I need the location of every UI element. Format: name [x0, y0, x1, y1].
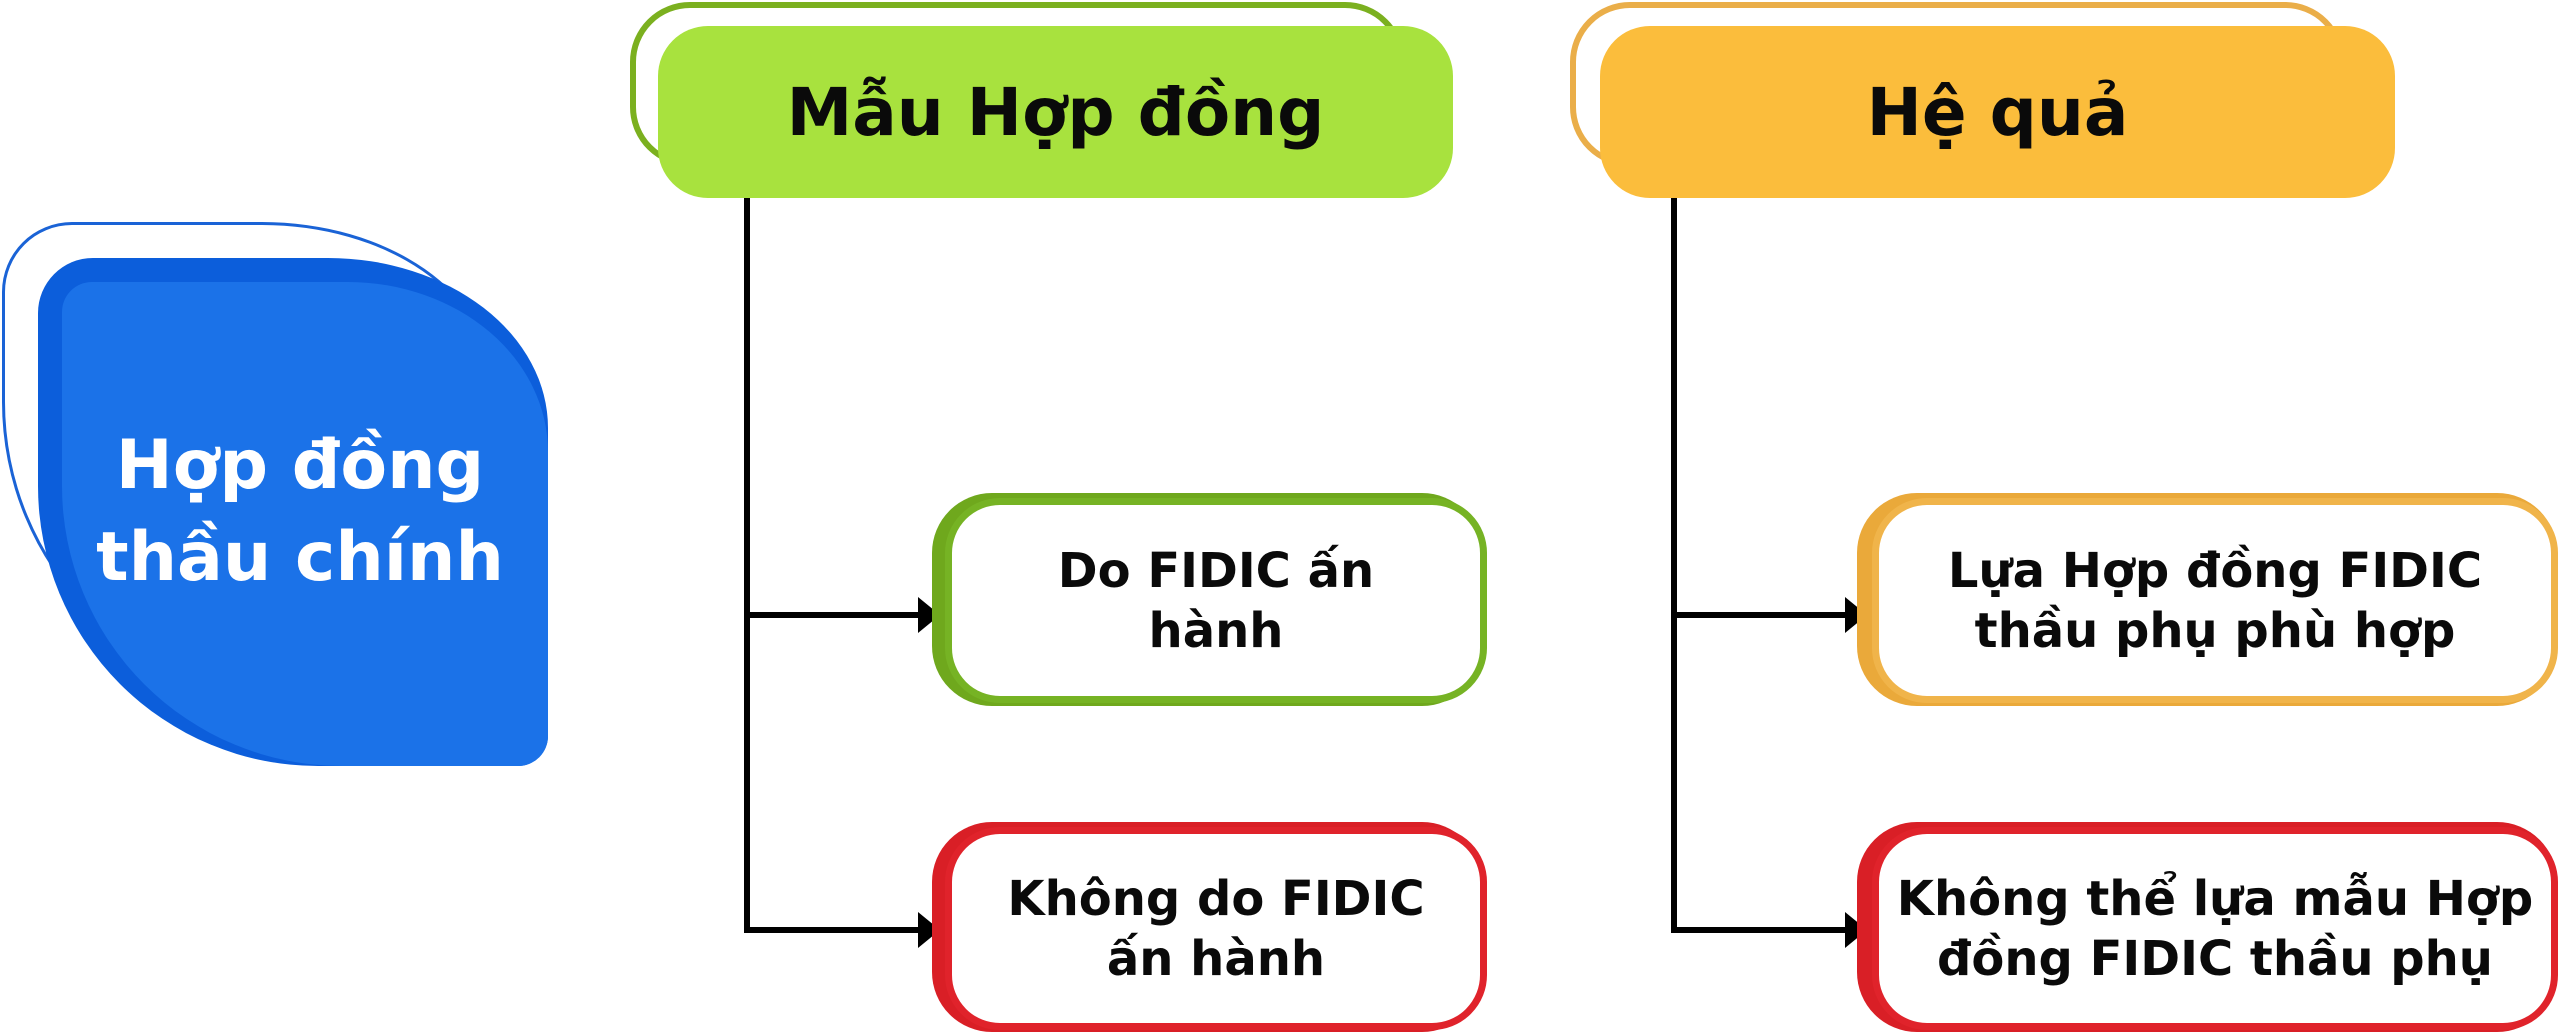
header-consequence-label: Hệ quả	[1866, 73, 2129, 151]
header-consequence: Hệ quả	[1600, 26, 2395, 198]
connector-vertical-col1	[744, 198, 750, 933]
root-node-label: Hợp đồng thầu chính	[96, 426, 504, 597]
connector-horizontal-col1-item2	[744, 927, 924, 933]
item-cannot-choose-fidic-sub-label: Không thể lựa mẫu Hợp đồng FIDIC thầu ph…	[1896, 870, 2534, 987]
item-choose-fidic-sub-label: Lựa Hợp đồng FIDIC thầu phụ phù hợp	[1947, 542, 2483, 659]
item-not-fidic-issued-label: Không do FIDIC ấn hành	[1007, 870, 1425, 987]
item-not-fidic-issued: Không do FIDIC ấn hành	[945, 827, 1487, 1030]
item-fidic-issued-label: Do FIDIC ấn hành	[1057, 542, 1375, 659]
item-choose-fidic-sub: Lựa Hợp đồng FIDIC thầu phụ phù hợp	[1872, 498, 2558, 703]
item-cannot-choose-fidic-sub: Không thể lựa mẫu Hợp đồng FIDIC thầu ph…	[1872, 827, 2558, 1030]
connector-horizontal-col2-item2	[1671, 927, 1851, 933]
connector-horizontal-col2-item1	[1671, 612, 1851, 618]
header-contract-template: Mẫu Hợp đồng	[658, 26, 1453, 198]
item-fidic-issued: Do FIDIC ấn hành	[945, 498, 1487, 703]
connector-vertical-col2	[1671, 198, 1677, 933]
connector-horizontal-col1-item1	[744, 612, 924, 618]
header-contract-template-label: Mẫu Hợp đồng	[786, 73, 1325, 151]
